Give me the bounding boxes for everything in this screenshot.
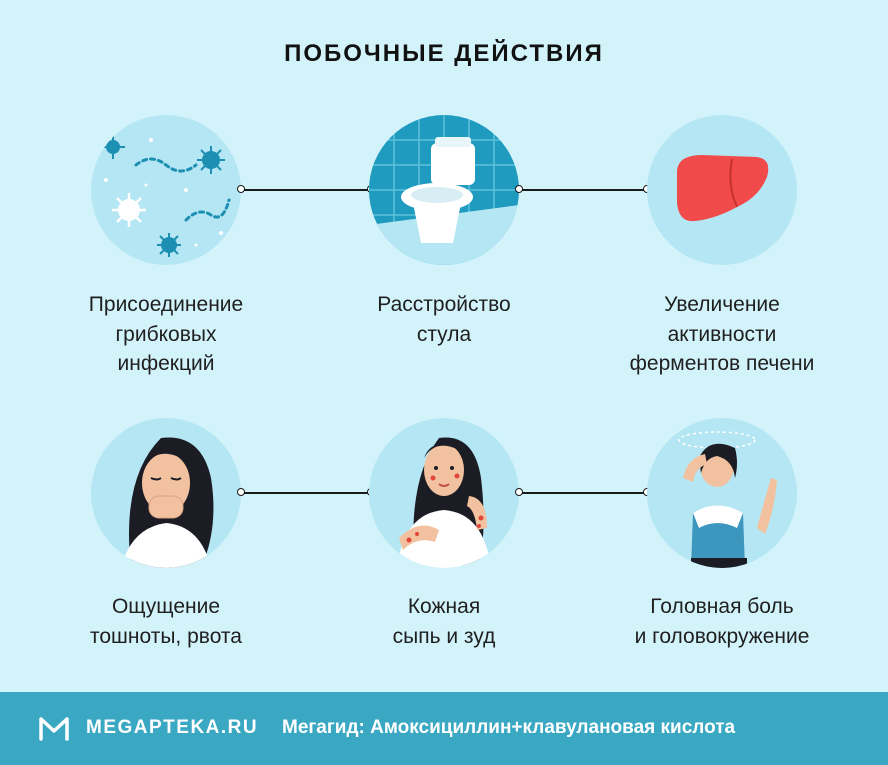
label-liver-enzymes: Увеличение активности ферментов печени xyxy=(629,293,815,375)
label-nausea: Ощущение тошноты, рвота xyxy=(90,595,242,648)
megapteka-logo-icon xyxy=(39,717,69,741)
microbes-icon xyxy=(91,115,241,265)
liver-icon xyxy=(647,115,797,265)
label-fungal-infections: Присоединение грибковых инфекций xyxy=(88,293,244,375)
footer: MEGAPTEKA.RU Мегагид: Амоксициллин+клаву… xyxy=(0,692,888,765)
label-stool-disorder: Расстройство стула xyxy=(377,293,511,346)
dizzy-woman-icon xyxy=(647,418,797,568)
nausea-woman-icon xyxy=(91,418,241,568)
connector xyxy=(515,185,651,195)
connector xyxy=(515,488,651,498)
itching-woman-icon xyxy=(369,418,519,568)
footer-tagline: Мегагид: Амоксициллин+клавулановая кисло… xyxy=(282,717,736,738)
label-headache: Головная боль и головокружение xyxy=(634,595,810,648)
connector xyxy=(237,488,375,498)
page-title: ПОБОЧНЫЕ ДЕЙСТВИЯ xyxy=(284,40,604,67)
connector xyxy=(237,185,375,195)
label-skin-rash: Кожная сыпь и зуд xyxy=(392,595,496,648)
toilet-icon xyxy=(369,115,519,265)
brand-name[interactable]: MEGAPTEKA.RU xyxy=(86,717,259,738)
